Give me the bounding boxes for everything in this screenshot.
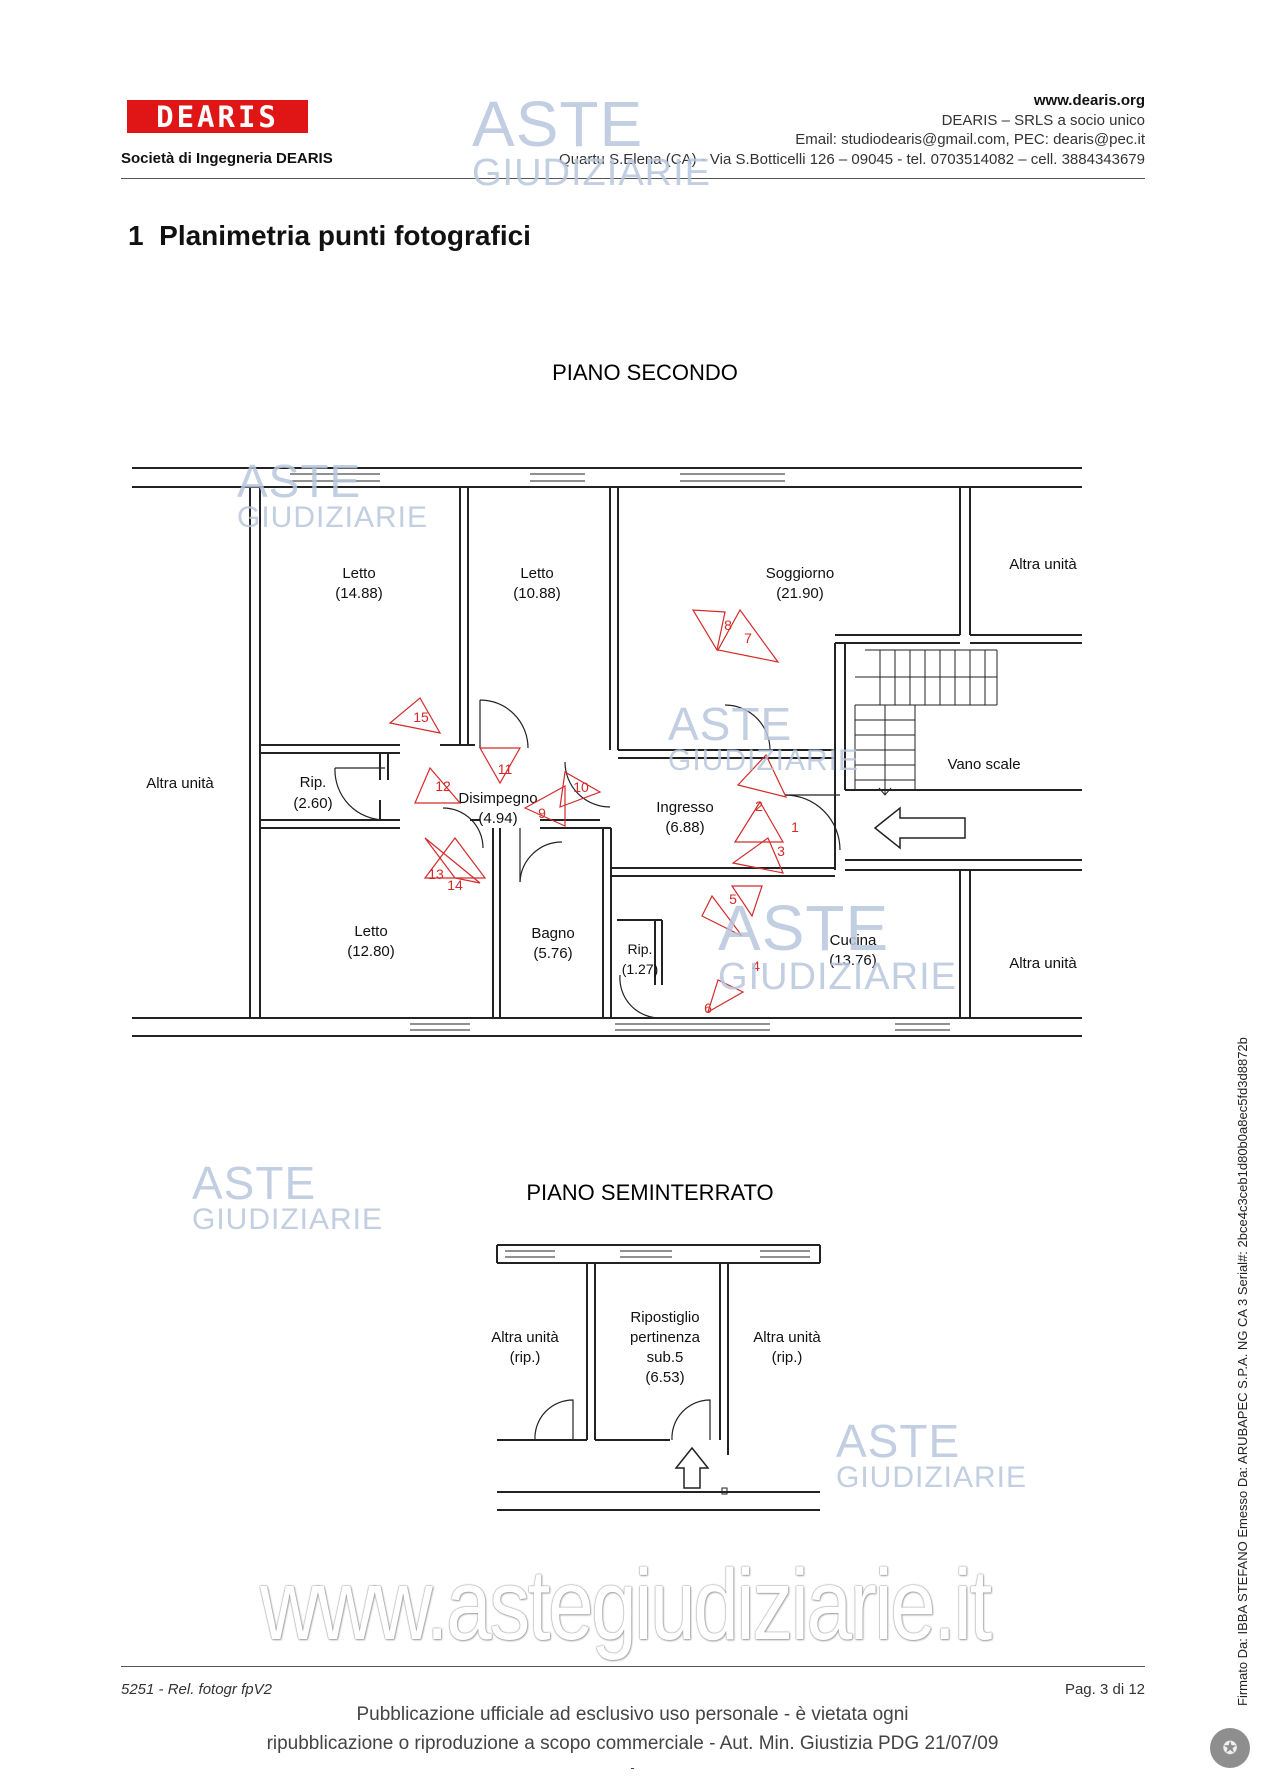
floor-plan-second: PIANO SECONDO bbox=[132, 360, 1082, 1037]
header-contact: www.dearis.org DEARIS – SRLS a socio uni… bbox=[559, 91, 1145, 169]
room-letto-1280-name: Letto bbox=[354, 923, 387, 940]
room-altra-unita-left: Altra unità bbox=[146, 775, 214, 792]
photo-point-6: 6 bbox=[704, 1000, 712, 1016]
photo-point-4: 4 bbox=[752, 958, 760, 974]
room-rip-127-area: (1.27) bbox=[622, 961, 659, 977]
section-title-text: Planimetria punti fotografici bbox=[159, 220, 531, 251]
page-number: Pag. 3 di 12 bbox=[1064, 1681, 1145, 1698]
watermark-plan-3: ASTE GIUDIZIARIE bbox=[718, 892, 958, 998]
watermark-plan-1: ASTE GIUDIZIARIE bbox=[237, 455, 429, 534]
company-type: DEARIS – SRLS a socio unico bbox=[941, 111, 1145, 129]
room-letto-1488-name: Letto bbox=[342, 565, 375, 582]
walls-basement bbox=[496, 1244, 821, 1511]
basement-room-right-line2: (rip.) bbox=[772, 1349, 803, 1366]
room-cucina-area: (13.76) bbox=[829, 952, 877, 969]
room-ingresso-area: (6.88) bbox=[665, 819, 704, 836]
basement-ripostiglio-line4: (6.53) bbox=[645, 1369, 684, 1386]
dearis-logo: DEARIS bbox=[127, 99, 308, 134]
address-line: Quartu S.Elena (CA) - Via S.Botticelli 1… bbox=[559, 150, 1145, 168]
room-bagno-name: Bagno bbox=[531, 925, 574, 942]
watermark-giudiziarie: GIUDIZIARIE bbox=[718, 955, 958, 998]
photo-point-14: 14 bbox=[447, 877, 463, 893]
logo-text: DEARIS bbox=[156, 99, 279, 134]
floor-plan-basement: PIANO SEMINTERRATO Altra unità (rip.) Ri… bbox=[491, 1180, 821, 1511]
basement-ripostiglio-line2: pertinenza bbox=[630, 1329, 701, 1346]
room-altra-unita-bottom-right: Altra unità bbox=[1009, 955, 1077, 972]
email-line: Email: studiodearis@gmail.com, PEC: dear… bbox=[795, 131, 1145, 148]
footer-rule bbox=[121, 1666, 1145, 1667]
company-name: Società di Ingegneria DEARIS bbox=[121, 150, 333, 167]
watermark-aste: ASTE bbox=[668, 698, 793, 750]
room-letto-1488-area: (14.88) bbox=[335, 585, 383, 602]
room-soggiorno-name: Soggiorno bbox=[766, 565, 834, 582]
photo-points bbox=[388, 608, 788, 1014]
footer-dash: - bbox=[630, 1760, 635, 1775]
photo-point-9: 9 bbox=[538, 805, 546, 821]
section-number: 1 bbox=[128, 220, 144, 251]
watermark-giudiziarie: GIUDIZIARIE bbox=[836, 1460, 1028, 1494]
room-altra-unita-top-right: Altra unità bbox=[1009, 556, 1077, 573]
digital-signature: Firmato Da: IBBA STEFANO Emesso Da: ARUB… bbox=[1235, 1037, 1250, 1706]
room-letto-1088-name: Letto bbox=[520, 565, 553, 582]
basement-ripostiglio-line3: sub.5 bbox=[647, 1349, 684, 1366]
basement-ripostiglio-line1: Ripostiglio bbox=[630, 1309, 699, 1326]
document-reference: 5251 - Rel. fotogr fpV2 bbox=[121, 1681, 272, 1698]
plan-second-title: PIANO SECONDO bbox=[552, 360, 738, 385]
photo-point-15: 15 bbox=[413, 709, 429, 725]
section-title: 1 Planimetria punti fotografici bbox=[128, 220, 531, 252]
basement-room-left-line1: Altra unità bbox=[491, 1329, 559, 1346]
photo-point-2: 2 bbox=[755, 798, 763, 814]
photo-point-1: 1 bbox=[791, 819, 799, 835]
watermark-aste: ASTE bbox=[718, 892, 890, 964]
watermark-giudiziarie: GIUDIZIARIE bbox=[192, 1202, 384, 1236]
photo-point-numbers: 1 2 3 4 5 6 7 8 9 10 11 12 13 14 15 bbox=[413, 617, 799, 1016]
room-cucina-name: Cucina bbox=[830, 932, 877, 949]
watermark-aste: ASTE bbox=[836, 1415, 961, 1467]
room-rip-260-area: (2.60) bbox=[293, 795, 332, 812]
watermark-site: www.astegiudiziarie.it bbox=[260, 1549, 992, 1661]
publication-notice-2: ripubblicazione o riproduzione a scopo c… bbox=[266, 1733, 999, 1754]
room-labels-basement: Altra unità (rip.) Ripostiglio pertinenz… bbox=[491, 1309, 821, 1386]
photo-point-10: 10 bbox=[573, 779, 589, 795]
watermark-aste: ASTE bbox=[472, 88, 644, 160]
basement-room-left-line2: (rip.) bbox=[510, 1349, 541, 1366]
website-link[interactable]: www.dearis.org bbox=[1033, 92, 1145, 109]
photo-point-8: 8 bbox=[724, 617, 732, 633]
watermark-giudiziarie: GIUDIZIARIE bbox=[237, 500, 429, 534]
watermark-aste: ASTE bbox=[237, 455, 362, 507]
photo-point-7: 7 bbox=[744, 630, 752, 646]
room-rip-260-name: Rip. bbox=[300, 774, 327, 791]
room-bagno-area: (5.76) bbox=[533, 945, 572, 962]
watermark-plan-2: ASTE GIUDIZIARIE bbox=[668, 698, 860, 777]
room-letto-1280-area: (12.80) bbox=[347, 943, 395, 960]
walls-second bbox=[132, 467, 1082, 1037]
watermark-plan-4: ASTE GIUDIZIARIE bbox=[192, 1157, 384, 1236]
photo-point-5: 5 bbox=[729, 891, 737, 907]
room-soggiorno-area: (21.90) bbox=[776, 585, 824, 602]
header-rule bbox=[121, 178, 1145, 179]
watermark-giudiziarie: GIUDIZIARIE bbox=[472, 151, 712, 194]
publication-notice-1: Pubblicazione ufficiale ad esclusivo uso… bbox=[356, 1704, 909, 1725]
plan-basement-title: PIANO SEMINTERRATO bbox=[526, 1180, 773, 1205]
watermark-aste: ASTE bbox=[192, 1157, 317, 1209]
room-vano-scale: Vano scale bbox=[947, 756, 1020, 773]
watermark-header: ASTE GIUDIZIARIE bbox=[472, 88, 712, 194]
photo-point-13: 13 bbox=[428, 866, 444, 882]
room-labels-second: Letto (14.88) Letto (10.88) Soggiorno (2… bbox=[146, 556, 1077, 977]
photo-point-12: 12 bbox=[435, 778, 451, 794]
photo-point-3: 3 bbox=[777, 843, 785, 859]
watermark-giudiziarie: GIUDIZIARIE bbox=[668, 743, 860, 777]
room-ingresso-name: Ingresso bbox=[656, 799, 714, 816]
watermark-plan-5: ASTE GIUDIZIARIE bbox=[836, 1415, 1028, 1494]
room-disimpegno-name: Disimpegno bbox=[458, 790, 537, 807]
seal-ribbon-icon: ✪ bbox=[1210, 1728, 1250, 1768]
room-letto-1088-area: (10.88) bbox=[513, 585, 561, 602]
room-disimpegno-area: (4.94) bbox=[478, 810, 517, 827]
room-rip-127-name: Rip. bbox=[628, 941, 653, 957]
basement-room-right-line1: Altra unità bbox=[753, 1329, 821, 1346]
photo-point-11: 11 bbox=[498, 761, 513, 777]
